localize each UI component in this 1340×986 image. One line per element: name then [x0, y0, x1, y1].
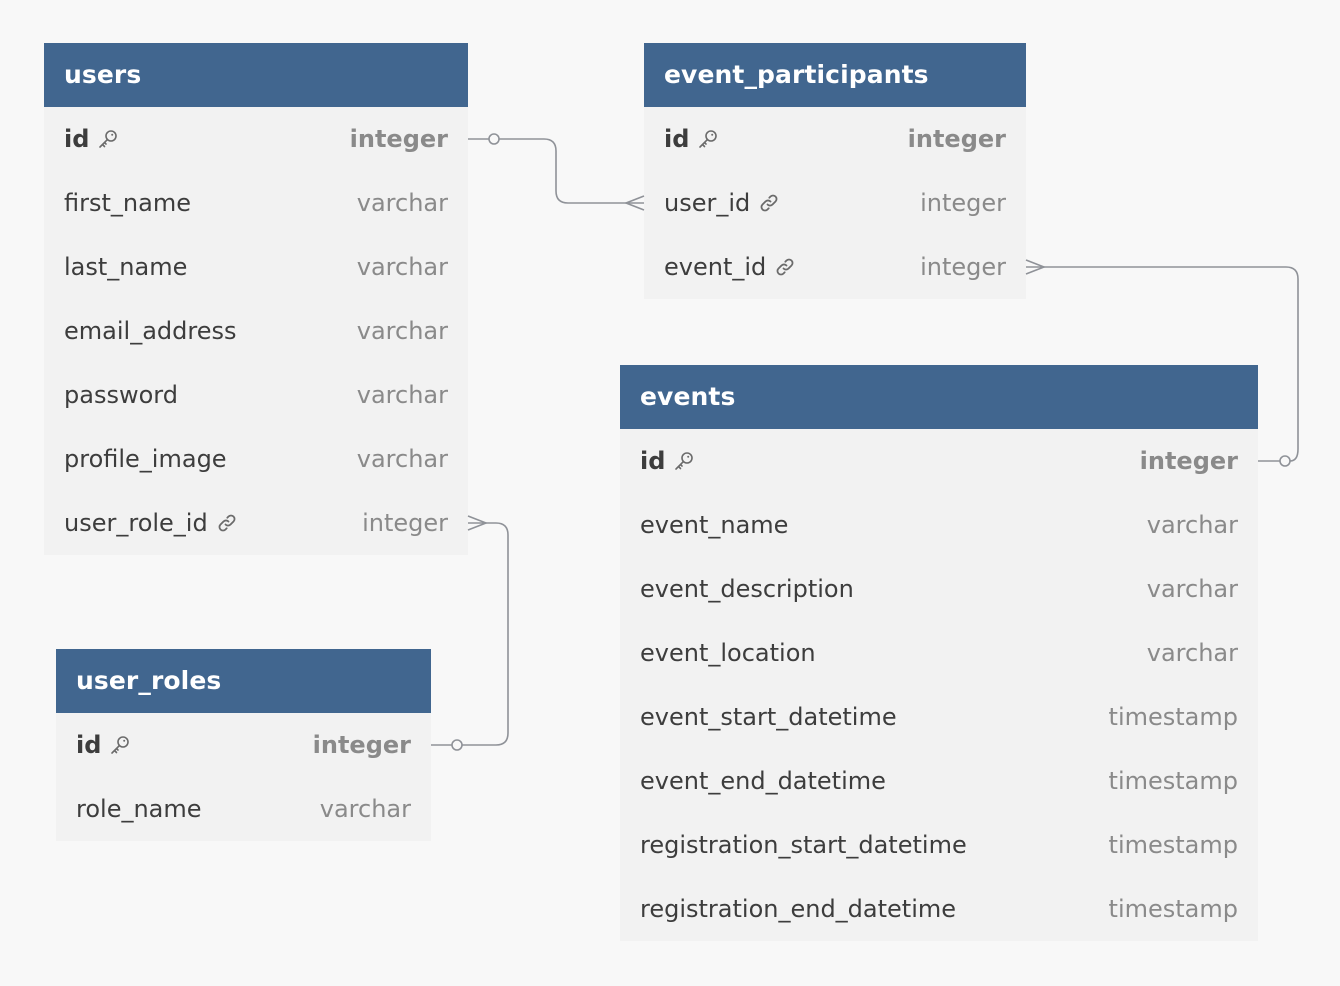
column-events-registration-start-datetime[interactable]: registration_start_datetime timestamp — [620, 813, 1258, 877]
column-type: varchar — [1146, 575, 1238, 603]
column-events-event-location[interactable]: event_location varchar — [620, 621, 1258, 685]
column-name: role_name — [76, 795, 202, 823]
column-type: timestamp — [1108, 831, 1238, 859]
column-type: timestamp — [1108, 895, 1238, 923]
table-header-events[interactable]: events — [620, 365, 1258, 429]
column-type: timestamp — [1108, 703, 1238, 731]
column-name: id — [76, 731, 102, 759]
key-icon — [109, 734, 131, 756]
column-type: integer — [312, 731, 411, 759]
column-event-participants-id[interactable]: id integer — [644, 107, 1026, 171]
key-icon — [673, 450, 695, 472]
column-name: user_role_id — [64, 509, 208, 537]
column-name: profile_image — [64, 445, 227, 473]
table-event-participants[interactable]: event_participants id integer user_id in… — [644, 43, 1026, 299]
many-crowfoot-marker — [467, 515, 489, 531]
column-events-id[interactable]: id integer — [620, 429, 1258, 493]
column-type: integer — [349, 125, 448, 153]
column-type: integer — [907, 125, 1006, 153]
column-type: integer — [920, 253, 1006, 281]
column-name: id — [64, 125, 90, 153]
table-header-user-roles[interactable]: user_roles — [56, 649, 431, 713]
column-users-email-address[interactable]: email_address varchar — [44, 299, 468, 363]
link-icon — [774, 256, 796, 278]
column-name: first_name — [64, 189, 191, 217]
many-crowfoot-marker — [1025, 259, 1047, 275]
column-event-participants-event-id[interactable]: event_id integer — [644, 235, 1026, 299]
column-users-first-name[interactable]: first_name varchar — [44, 171, 468, 235]
table-header-users[interactable]: users — [44, 43, 468, 107]
column-type: varchar — [356, 253, 448, 281]
link-icon — [758, 192, 780, 214]
column-type: varchar — [356, 189, 448, 217]
column-users-last-name[interactable]: last_name varchar — [44, 235, 468, 299]
column-events-event-end-datetime[interactable]: event_end_datetime timestamp — [620, 749, 1258, 813]
column-type: varchar — [1146, 639, 1238, 667]
key-icon — [697, 128, 719, 150]
link-icon — [216, 512, 238, 534]
one-endpoint-marker — [1279, 455, 1291, 467]
column-type: varchar — [356, 381, 448, 409]
column-name: id — [664, 125, 690, 153]
column-name: id — [640, 447, 666, 475]
column-events-registration-end-datetime[interactable]: registration_end_datetime timestamp — [620, 877, 1258, 941]
column-type: varchar — [1146, 511, 1238, 539]
column-user-roles-id[interactable]: id integer — [56, 713, 431, 777]
column-name: event_end_datetime — [640, 767, 886, 795]
column-type: integer — [1139, 447, 1238, 475]
column-name: event_description — [640, 575, 854, 603]
column-users-password[interactable]: password varchar — [44, 363, 468, 427]
column-name: last_name — [64, 253, 188, 281]
column-name: password — [64, 381, 178, 409]
many-crowfoot-marker — [623, 195, 645, 211]
column-user-roles-role-name[interactable]: role_name varchar — [56, 777, 431, 841]
column-type: integer — [920, 189, 1006, 217]
table-events[interactable]: events id integer event_name varchar eve… — [620, 365, 1258, 941]
column-name: event_name — [640, 511, 789, 539]
key-icon — [97, 128, 119, 150]
column-name: registration_end_datetime — [640, 895, 957, 923]
column-name: registration_start_datetime — [640, 831, 967, 859]
table-header-event-participants[interactable]: event_participants — [644, 43, 1026, 107]
column-type: timestamp — [1108, 767, 1238, 795]
column-name: event_start_datetime — [640, 703, 897, 731]
column-name: event_id — [664, 253, 767, 281]
column-events-event-description[interactable]: event_description varchar — [620, 557, 1258, 621]
column-users-id[interactable]: id integer — [44, 107, 468, 171]
column-events-event-name[interactable]: event_name varchar — [620, 493, 1258, 557]
relationship-users-event-participants[interactable] — [468, 133, 645, 211]
column-name: user_id — [664, 189, 751, 217]
column-name: event_location — [640, 639, 816, 667]
column-event-participants-user-id[interactable]: user_id integer — [644, 171, 1026, 235]
one-endpoint-marker — [488, 133, 500, 145]
column-users-profile-image[interactable]: profile_image varchar — [44, 427, 468, 491]
column-type: integer — [362, 509, 448, 537]
column-type: varchar — [356, 317, 448, 345]
table-user-roles[interactable]: user_roles id integer role_name varchar — [56, 649, 431, 841]
column-type: varchar — [319, 795, 411, 823]
one-endpoint-marker — [451, 739, 463, 751]
column-name: email_address — [64, 317, 237, 345]
table-users[interactable]: users id integer first_name varchar last… — [44, 43, 468, 555]
column-users-user-role-id[interactable]: user_role_id integer — [44, 491, 468, 555]
column-type: varchar — [356, 445, 448, 473]
column-events-event-start-datetime[interactable]: event_start_datetime timestamp — [620, 685, 1258, 749]
